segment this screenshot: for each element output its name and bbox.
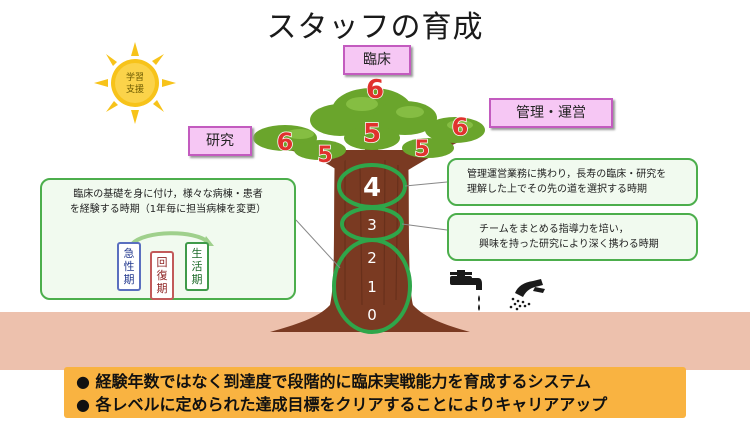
phase-acute: 急性期 (117, 242, 141, 291)
callout-r1-line1: 管理運営業務に携わり，長寿の臨床・研究を (467, 169, 667, 180)
summary-banner: ● 経験年数ではなく到達度で段階的に臨床実戦能力を育成するシステム ● 各レベル… (64, 367, 686, 418)
callout-r1-line2: 理解した上でその先の道を選択する時期 (467, 184, 647, 195)
phase-recovery: 回復期 (150, 251, 174, 300)
level-ring-0-2 (332, 238, 412, 334)
sun-icon: 学習 支援 (94, 42, 176, 124)
pointer-r2 (401, 223, 448, 231)
callout-right-1: 管理運営業務に携わり，長寿の臨床・研究を 理解した上でその先の道を選択する時期 (447, 158, 698, 206)
sun-label-line2: 支援 (126, 83, 144, 95)
callout-left-line2: を経験する時期（1年毎に担当病棟を変更） (69, 204, 267, 215)
banner-line1: ● 経験年数ではなく到達度で段階的に臨床実戦能力を育成するシステム (76, 372, 592, 391)
callout-left-line1: 臨床の基礎を身に付け，様々な病棟・患者 (73, 189, 263, 200)
callout-r2-line2: 興味を持った研究により深く携わる時期 (479, 239, 659, 250)
level-3: 3 (367, 216, 377, 234)
label-kenkyu: 研究 (188, 126, 252, 156)
faucet-icon (450, 270, 482, 311)
level-top-6: 6 (366, 75, 384, 105)
page-title: スタッフの育成 (266, 10, 484, 45)
sun-label-line1: 学習 (126, 71, 144, 83)
level-left-5: 5 (317, 143, 332, 168)
callout-r2-line1: チームをまとめる指導力を培い， (479, 224, 629, 235)
pointer-left (295, 219, 341, 269)
phase-living: 生活期 (185, 242, 209, 291)
label-rinsho: 臨床 (343, 45, 411, 75)
level-0: 0 (367, 306, 377, 324)
label-kanri: 管理・運営 (489, 98, 613, 128)
level-center-5: 5 (363, 119, 381, 149)
callout-right-2: チームをまとめる指導力を培い， 興味を持った研究により深く携わる時期 (447, 213, 698, 261)
pointer-r1 (404, 181, 448, 187)
level-right-5: 5 (414, 137, 429, 162)
level-4: 4 (363, 173, 381, 203)
banner-line2: ● 各レベルに定められた達成目標をクリアすることによりキャリアアップ (76, 395, 608, 414)
level-1: 1 (367, 278, 377, 296)
level-left-6: 6 (277, 128, 294, 156)
level-2: 2 (367, 249, 377, 267)
level-right-6: 6 (452, 113, 469, 141)
watering-hand-icon (509, 279, 545, 311)
